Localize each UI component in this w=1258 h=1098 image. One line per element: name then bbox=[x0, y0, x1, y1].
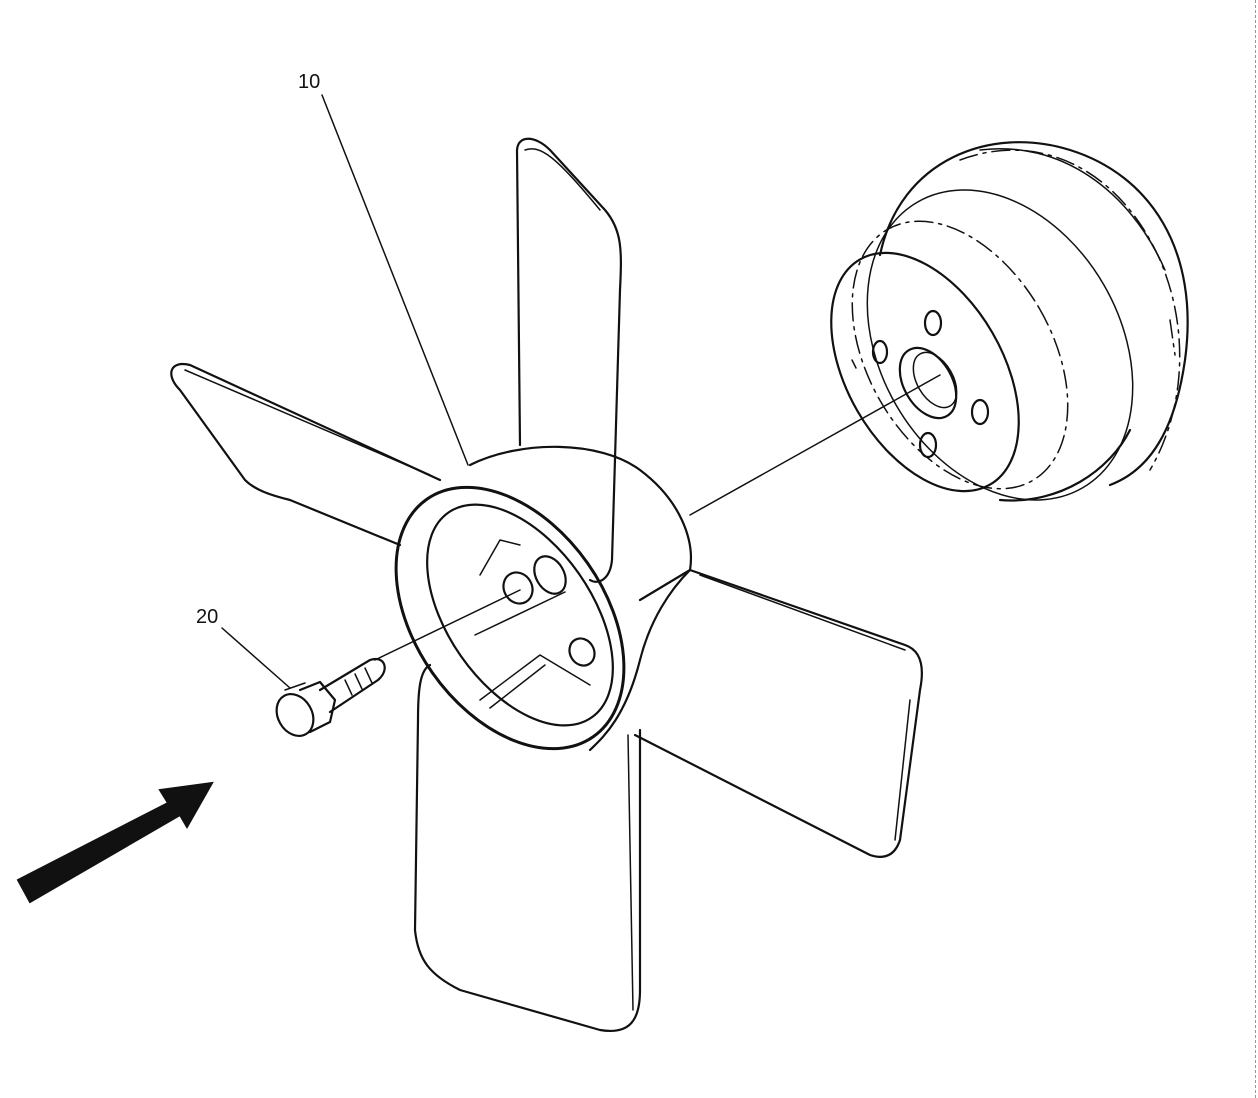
callout-10: 10 bbox=[298, 71, 320, 93]
callout-20: 20 bbox=[196, 606, 218, 628]
leader-line-10 bbox=[321, 94, 469, 466]
centerline-bolt bbox=[374, 589, 521, 661]
page-edge-line bbox=[1255, 0, 1256, 1098]
centerline-pulley bbox=[689, 374, 941, 516]
view-direction-arrow bbox=[16, 781, 214, 904]
leader-line-20 bbox=[221, 627, 291, 689]
fan bbox=[170, 137, 923, 1033]
pulley bbox=[830, 141, 1189, 502]
bolt bbox=[275, 657, 386, 737]
